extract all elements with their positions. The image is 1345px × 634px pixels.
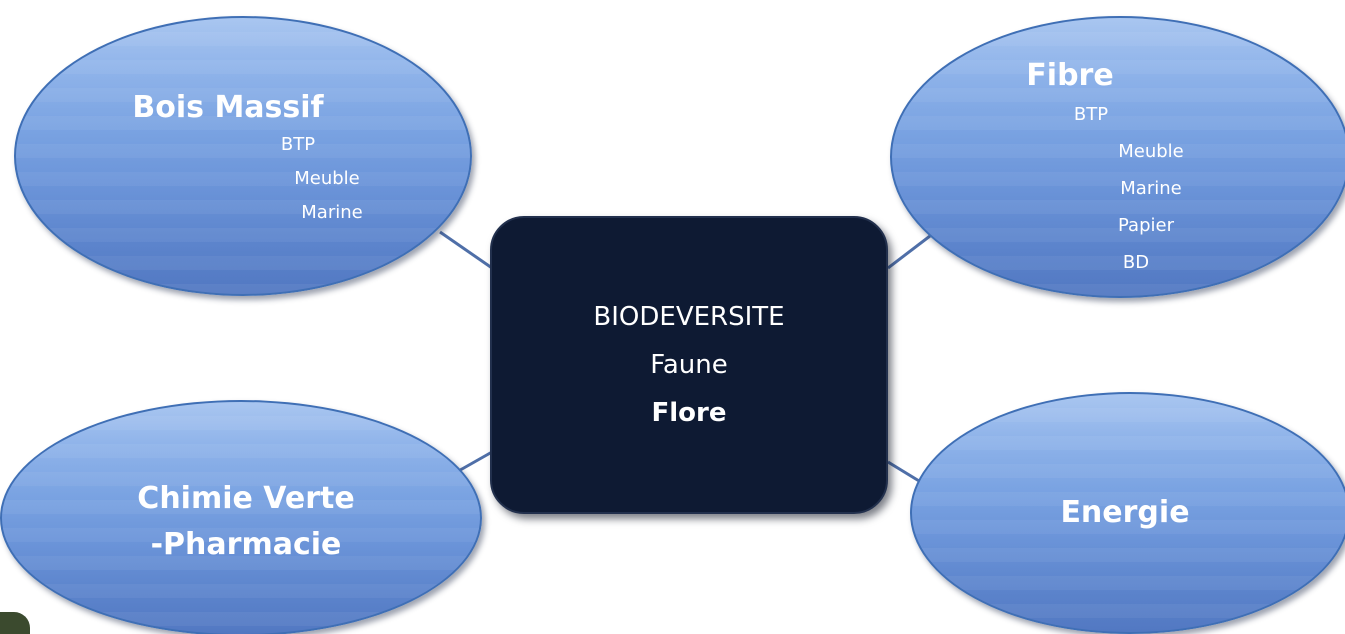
central-node: BIODEVERSITE Faune Flore — [490, 216, 888, 514]
node-fibre-item: Meuble — [1118, 141, 1184, 162]
node-fibre: Fibre BTP Meuble Marine Papier BD — [890, 16, 1345, 298]
central-node-line: BIODEVERSITE — [593, 302, 785, 332]
connector-fibre — [887, 234, 931, 270]
connector-bois-massif — [439, 230, 493, 270]
node-bois-massif: Bois Massif BTP Meuble Marine — [14, 16, 472, 296]
node-chimie-verte-title-line: Chimie Verte — [137, 481, 355, 516]
node-bois-massif-title: Bois Massif — [132, 90, 324, 125]
node-chimie-verte: Chimie Verte -Pharmacie — [0, 400, 482, 634]
node-fibre-item: Marine — [1120, 178, 1182, 199]
node-bois-massif-item: BTP — [280, 134, 316, 155]
node-energie: Energie — [910, 392, 1345, 634]
node-fibre-title: Fibre — [1026, 58, 1114, 93]
node-fibre-item: BD — [1122, 252, 1150, 273]
node-fibre-item: Papier — [1118, 215, 1174, 236]
central-node-line: Flore — [651, 398, 727, 428]
central-node-line: Faune — [650, 350, 728, 380]
node-chimie-verte-title-line: -Pharmacie — [150, 527, 342, 562]
node-energie-title: Energie — [1060, 495, 1190, 530]
corner-decoration — [0, 612, 30, 634]
node-bois-massif-item: Meuble — [294, 168, 360, 189]
node-bois-massif-item: Marine — [301, 202, 363, 223]
node-fibre-item: BTP — [1073, 104, 1109, 125]
